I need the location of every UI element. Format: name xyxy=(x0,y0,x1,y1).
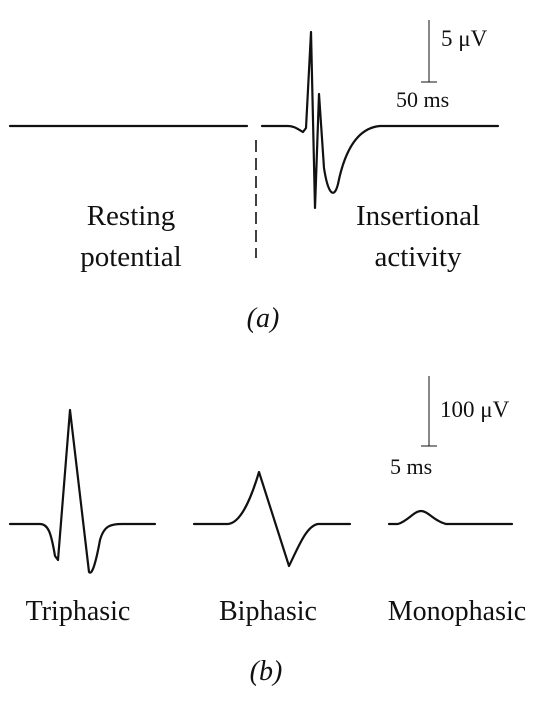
biphasic-label: Biphasic xyxy=(219,596,317,627)
monophasic-label: Monophasic xyxy=(388,596,526,627)
panel-a-scale-bar xyxy=(421,20,437,83)
panel-a-time-scale-label: 50 ms xyxy=(396,87,449,112)
insertional-label-line-2: activity xyxy=(375,241,462,273)
resting-label-line-1: Resting xyxy=(87,200,176,232)
monophasic-waveform xyxy=(387,509,514,526)
insertional-activity-trace xyxy=(260,30,500,210)
panel-b-time-scale-label: 5 ms xyxy=(390,454,432,479)
panel-a: 5 μV 50 ms Resting potential Insertional… xyxy=(8,20,500,334)
resting-label-line-2: potential xyxy=(80,241,181,273)
triphasic-label: Triphasic xyxy=(26,596,131,627)
panel-b-caption: (b) xyxy=(250,656,283,687)
panel-b: 100 μV 5 ms Triphasic Biphasic Monophasi… xyxy=(8,376,526,687)
triphasic-waveform xyxy=(8,408,157,574)
panel-b-amplitude-scale-label: 100 μV xyxy=(440,397,510,422)
panel-b-scale-bar xyxy=(421,376,437,447)
biphasic-waveform xyxy=(192,470,352,568)
insertional-label-line-1: Insertional xyxy=(356,200,480,232)
panel-a-amplitude-scale-label: 5 μV xyxy=(441,26,488,51)
panel-a-caption: (a) xyxy=(247,303,280,334)
